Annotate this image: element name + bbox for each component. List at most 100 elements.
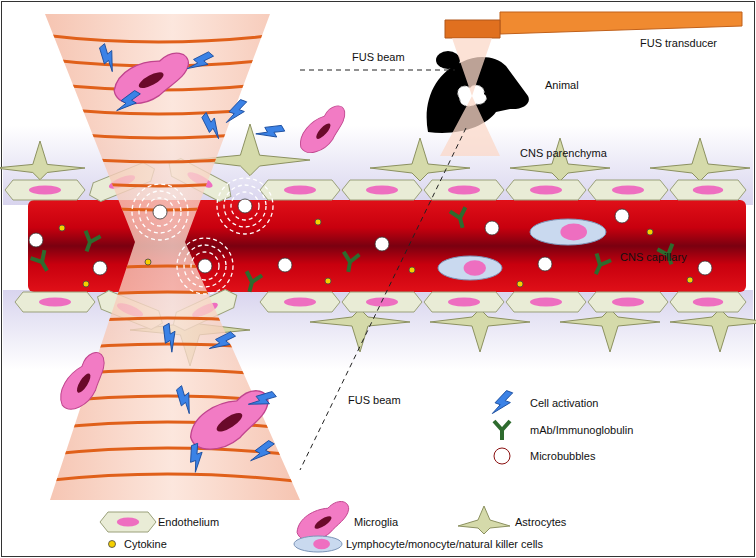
endothelium-cell	[342, 180, 422, 200]
legend-icon	[313, 514, 334, 531]
astrocyte	[560, 309, 660, 352]
endothelium-cell	[260, 292, 340, 312]
figure-label: CNS capillary	[620, 250, 687, 264]
cytokine	[145, 259, 151, 265]
wavefront-stripe	[20, 266, 320, 276]
fus-beam-small	[440, 38, 500, 156]
oscillating-microbubble	[191, 252, 219, 280]
microglia	[291, 103, 355, 158]
activation-bolt	[171, 385, 199, 414]
antibody	[589, 253, 612, 277]
wavefront-stripe	[20, 292, 320, 302]
astrocyte	[650, 138, 750, 181]
oscillating-microbubble	[177, 238, 233, 294]
activation-bolt	[198, 112, 227, 140]
astrocyte	[510, 138, 610, 181]
endothelium-cell	[260, 180, 340, 200]
endothelium-cell	[424, 180, 504, 200]
legend-label: Microglia	[354, 515, 398, 529]
endothelium-cell	[342, 180, 422, 200]
immune-cell	[438, 219, 606, 280]
oscillating-microbubble	[198, 259, 212, 273]
endothelium-cell	[670, 180, 746, 200]
legend-icon	[109, 541, 116, 548]
figure-label: CNS parenchyma	[520, 146, 607, 160]
endothelium-cell	[530, 186, 562, 195]
fus-transducer	[445, 12, 742, 38]
legend-icon	[458, 506, 510, 534]
endothelium-cell	[284, 298, 316, 307]
wavefront-stripe	[20, 474, 320, 484]
microbubble	[29, 233, 43, 247]
endothelium-cell	[588, 180, 668, 200]
microglia	[110, 51, 194, 107]
activation-bolt	[94, 43, 285, 473]
legend-label: Lymphocyte/monocyte/natural killer cells	[346, 537, 543, 551]
endothelium-cell	[448, 186, 480, 195]
microglia	[214, 410, 245, 435]
activation-bolt	[250, 437, 276, 467]
microglia	[49, 349, 119, 415]
cytokine	[647, 229, 653, 235]
leader-line	[300, 70, 466, 470]
oscillating-microbubble	[224, 185, 266, 227]
microbubble	[538, 257, 552, 271]
wavefront-stripe	[20, 318, 320, 328]
microbubble	[485, 221, 499, 235]
endothelium-cell	[530, 298, 562, 307]
activation-bolt	[185, 443, 207, 473]
legend-label: mAb/Immunoglobulin	[530, 423, 633, 437]
immune-cell	[560, 224, 587, 241]
astrocyte	[0, 141, 85, 180]
microbubble	[375, 237, 389, 251]
cytokine	[83, 281, 89, 287]
astrocyte	[670, 309, 756, 352]
microbubble	[278, 258, 292, 272]
oscillating-microbubble	[231, 192, 259, 220]
activation-bolt	[225, 97, 247, 127]
endothelium-cell	[670, 180, 746, 200]
legend-icon	[491, 388, 513, 418]
endothelium-cell	[693, 298, 723, 307]
microbubble	[93, 261, 107, 275]
microglia	[291, 103, 355, 158]
activation-bolt	[208, 328, 236, 357]
endothelium-cell	[15, 292, 95, 312]
wavefront-stripe	[20, 128, 300, 138]
legend-icon	[494, 448, 510, 464]
leader-line	[300, 70, 455, 71]
microbubble	[615, 209, 629, 223]
endothelium-cell	[424, 180, 504, 200]
astrocyte	[430, 309, 530, 352]
microglia	[74, 372, 92, 395]
endothelium-cell	[612, 298, 644, 307]
endothelium-cell	[284, 186, 316, 195]
animal-silhouette	[436, 51, 460, 69]
endothelium-cell	[5, 180, 85, 200]
endothelium-cell	[39, 298, 71, 307]
fus-transducer	[500, 12, 742, 34]
endothelium-cell	[260, 292, 340, 312]
microglia	[314, 121, 333, 141]
cytokine	[59, 219, 693, 287]
figure-label: FUS beam	[348, 393, 401, 407]
endothelium-cell	[260, 180, 340, 200]
cytokine	[325, 278, 331, 284]
endothelium-cell	[366, 186, 398, 195]
endothelium-cell	[448, 298, 480, 307]
figure-label: FUS transducer	[640, 36, 717, 50]
oscillating-microbubble	[153, 205, 167, 219]
wavefront-stripe	[20, 422, 320, 432]
activation-bolt	[158, 323, 184, 353]
wavefront-stripe	[20, 32, 320, 484]
wavefront-stripe	[20, 152, 300, 162]
microglia	[49, 349, 119, 415]
fus-transducer	[445, 20, 500, 38]
legend-label: Cytokine	[124, 537, 167, 551]
endothelium-cell	[506, 292, 586, 312]
legend-label: Astrocytes	[515, 515, 566, 529]
cytokine	[409, 267, 415, 273]
oscillating-microbubble	[132, 184, 188, 240]
astrocyte	[310, 309, 410, 352]
